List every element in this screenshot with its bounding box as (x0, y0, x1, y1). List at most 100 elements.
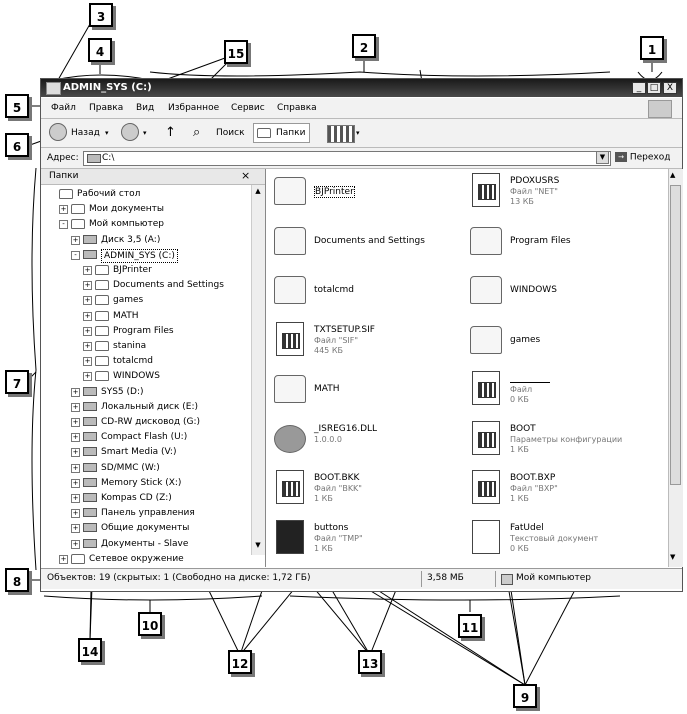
expand-icon[interactable]: + (71, 539, 80, 549)
tree-item[interactable]: +Сетевое окружение (41, 552, 249, 566)
tree-item[interactable]: +Панель управления (41, 506, 249, 520)
tree-item[interactable]: -Мой компьютер (41, 217, 249, 231)
tree-scrollbar[interactable]: ▲ ▼ (251, 185, 265, 555)
expand-icon[interactable]: + (71, 235, 80, 245)
expand-icon[interactable]: + (59, 205, 68, 215)
expand-icon[interactable]: + (83, 281, 92, 291)
expand-icon[interactable]: + (83, 357, 92, 367)
tree-item[interactable]: Рабочий стол (41, 187, 249, 201)
menu-file[interactable]: Файл (51, 103, 76, 113)
expand-icon[interactable]: + (83, 266, 92, 275)
tree-item[interactable]: -ADMIN_SYS (C:) (41, 248, 249, 263)
up-folder-icon[interactable]: ↑ (165, 125, 176, 140)
back-dropdown-icon[interactable]: ▾ (105, 129, 109, 137)
scroll-up-icon[interactable]: ▲ (670, 171, 676, 179)
collapse-icon[interactable]: - (59, 220, 68, 230)
item-name: FatUdel (510, 522, 544, 533)
tree-item[interactable]: +Общие документы (41, 521, 249, 535)
expand-icon[interactable]: + (71, 418, 80, 427)
scroll-thumb[interactable] (670, 185, 681, 485)
menu-tools[interactable]: Сервис (231, 103, 265, 113)
views-icon[interactable] (327, 125, 355, 143)
tree-item[interactable]: +Kompas CD (Z:) (41, 491, 249, 505)
maximize-button[interactable]: □ (647, 82, 661, 94)
back-button[interactable]: Назад (71, 128, 100, 138)
back-arrow-icon[interactable] (49, 123, 67, 141)
forward-arrow-icon[interactable] (121, 123, 139, 141)
tree-item-label: Документы - Slave (101, 538, 189, 549)
tree-item[interactable]: +Program Files (41, 324, 249, 338)
tree-item[interactable]: +totalcmd (41, 354, 249, 368)
expand-icon[interactable]: + (71, 509, 80, 519)
folder-item[interactable]: Program Files (466, 223, 656, 263)
menu-view[interactable]: Вид (136, 103, 155, 113)
views-dropdown-icon[interactable]: ▾ (356, 129, 360, 137)
close-button[interactable]: X (663, 82, 677, 94)
menu-help[interactable]: Справка (277, 103, 317, 113)
address-input[interactable]: C:\ (83, 151, 611, 166)
scroll-up-icon[interactable]: ▲ (255, 187, 261, 195)
tree-item[interactable]: +WINDOWS (41, 369, 249, 383)
expand-icon[interactable]: + (71, 463, 80, 473)
tree-item[interactable]: +BJPrinter (41, 263, 249, 277)
folder-item[interactable]: totalcmd (270, 272, 460, 312)
tree-item[interactable]: +Documents and Settings (41, 278, 249, 292)
tree-item[interactable]: +Smart Media (V:) (41, 445, 249, 459)
item-name (510, 374, 550, 383)
expand-icon[interactable]: + (59, 554, 68, 564)
tree-item[interactable]: +Compact Flash (U:) (41, 430, 249, 444)
tree-item[interactable]: +games (41, 293, 249, 307)
expand-icon[interactable]: + (83, 311, 92, 321)
expand-icon[interactable]: + (83, 372, 92, 382)
expand-icon[interactable]: + (71, 387, 80, 397)
expand-icon[interactable]: + (71, 402, 80, 412)
expand-icon[interactable]: + (71, 433, 80, 443)
tree-item[interactable]: +MATH (41, 309, 249, 323)
menu-favorites[interactable]: Избранное (168, 103, 220, 113)
collapse-icon[interactable]: - (71, 250, 80, 260)
scroll-down-icon[interactable]: ▼ (255, 541, 261, 549)
tree-item[interactable]: +Мои документы (41, 202, 249, 216)
expand-icon[interactable]: + (83, 296, 92, 306)
folder-item[interactable]: games (466, 322, 656, 362)
folder-item[interactable]: BJPrinter (270, 173, 460, 213)
tree-close-icon[interactable]: × (241, 169, 251, 182)
tree-item[interactable]: +CD-RW дисковод (G:) (41, 415, 249, 429)
folder-item[interactable]: Documents and Settings (270, 223, 460, 263)
expand-icon[interactable]: + (71, 494, 80, 503)
expand-icon[interactable]: + (71, 478, 80, 488)
search-button[interactable]: Поиск (216, 128, 245, 138)
expand-icon[interactable]: + (83, 326, 92, 336)
tree-item[interactable]: +Диск 3,5 (A:) (41, 233, 249, 247)
status-divider (421, 571, 422, 587)
go-button[interactable]: → Переход (615, 152, 671, 163)
tree-item[interactable]: +SYS5 (D:) (41, 385, 249, 399)
tree-item[interactable]: +Локальный диск (E:) (41, 400, 249, 414)
tree-item[interactable]: +stanina (41, 339, 249, 353)
tree-item[interactable]: +SD/MMC (W:) (41, 461, 249, 475)
folder-item[interactable]: MATH (270, 371, 460, 411)
expand-icon[interactable]: + (83, 342, 92, 351)
folder-icon (71, 219, 85, 230)
address-dropdown-icon[interactable]: ▼ (596, 151, 609, 164)
folder-item[interactable]: WINDOWS (466, 272, 656, 312)
forward-dropdown-icon[interactable]: ▾ (143, 129, 147, 137)
content-scrollbar[interactable]: ▲ ▼ (668, 169, 683, 567)
tree-item[interactable]: + Документы - Slave (41, 537, 249, 551)
scroll-down-icon[interactable]: ▼ (670, 553, 676, 561)
minimize-button[interactable]: _ (632, 82, 646, 94)
menu-edit[interactable]: Правка (89, 103, 124, 113)
tree-item[interactable]: +Memory Stick (X:) (41, 476, 249, 490)
expand-icon[interactable]: + (71, 448, 80, 458)
title-bar[interactable]: ADMIN_SYS (C:) _ □ X (41, 79, 682, 97)
expand-icon[interactable]: + (71, 524, 80, 534)
